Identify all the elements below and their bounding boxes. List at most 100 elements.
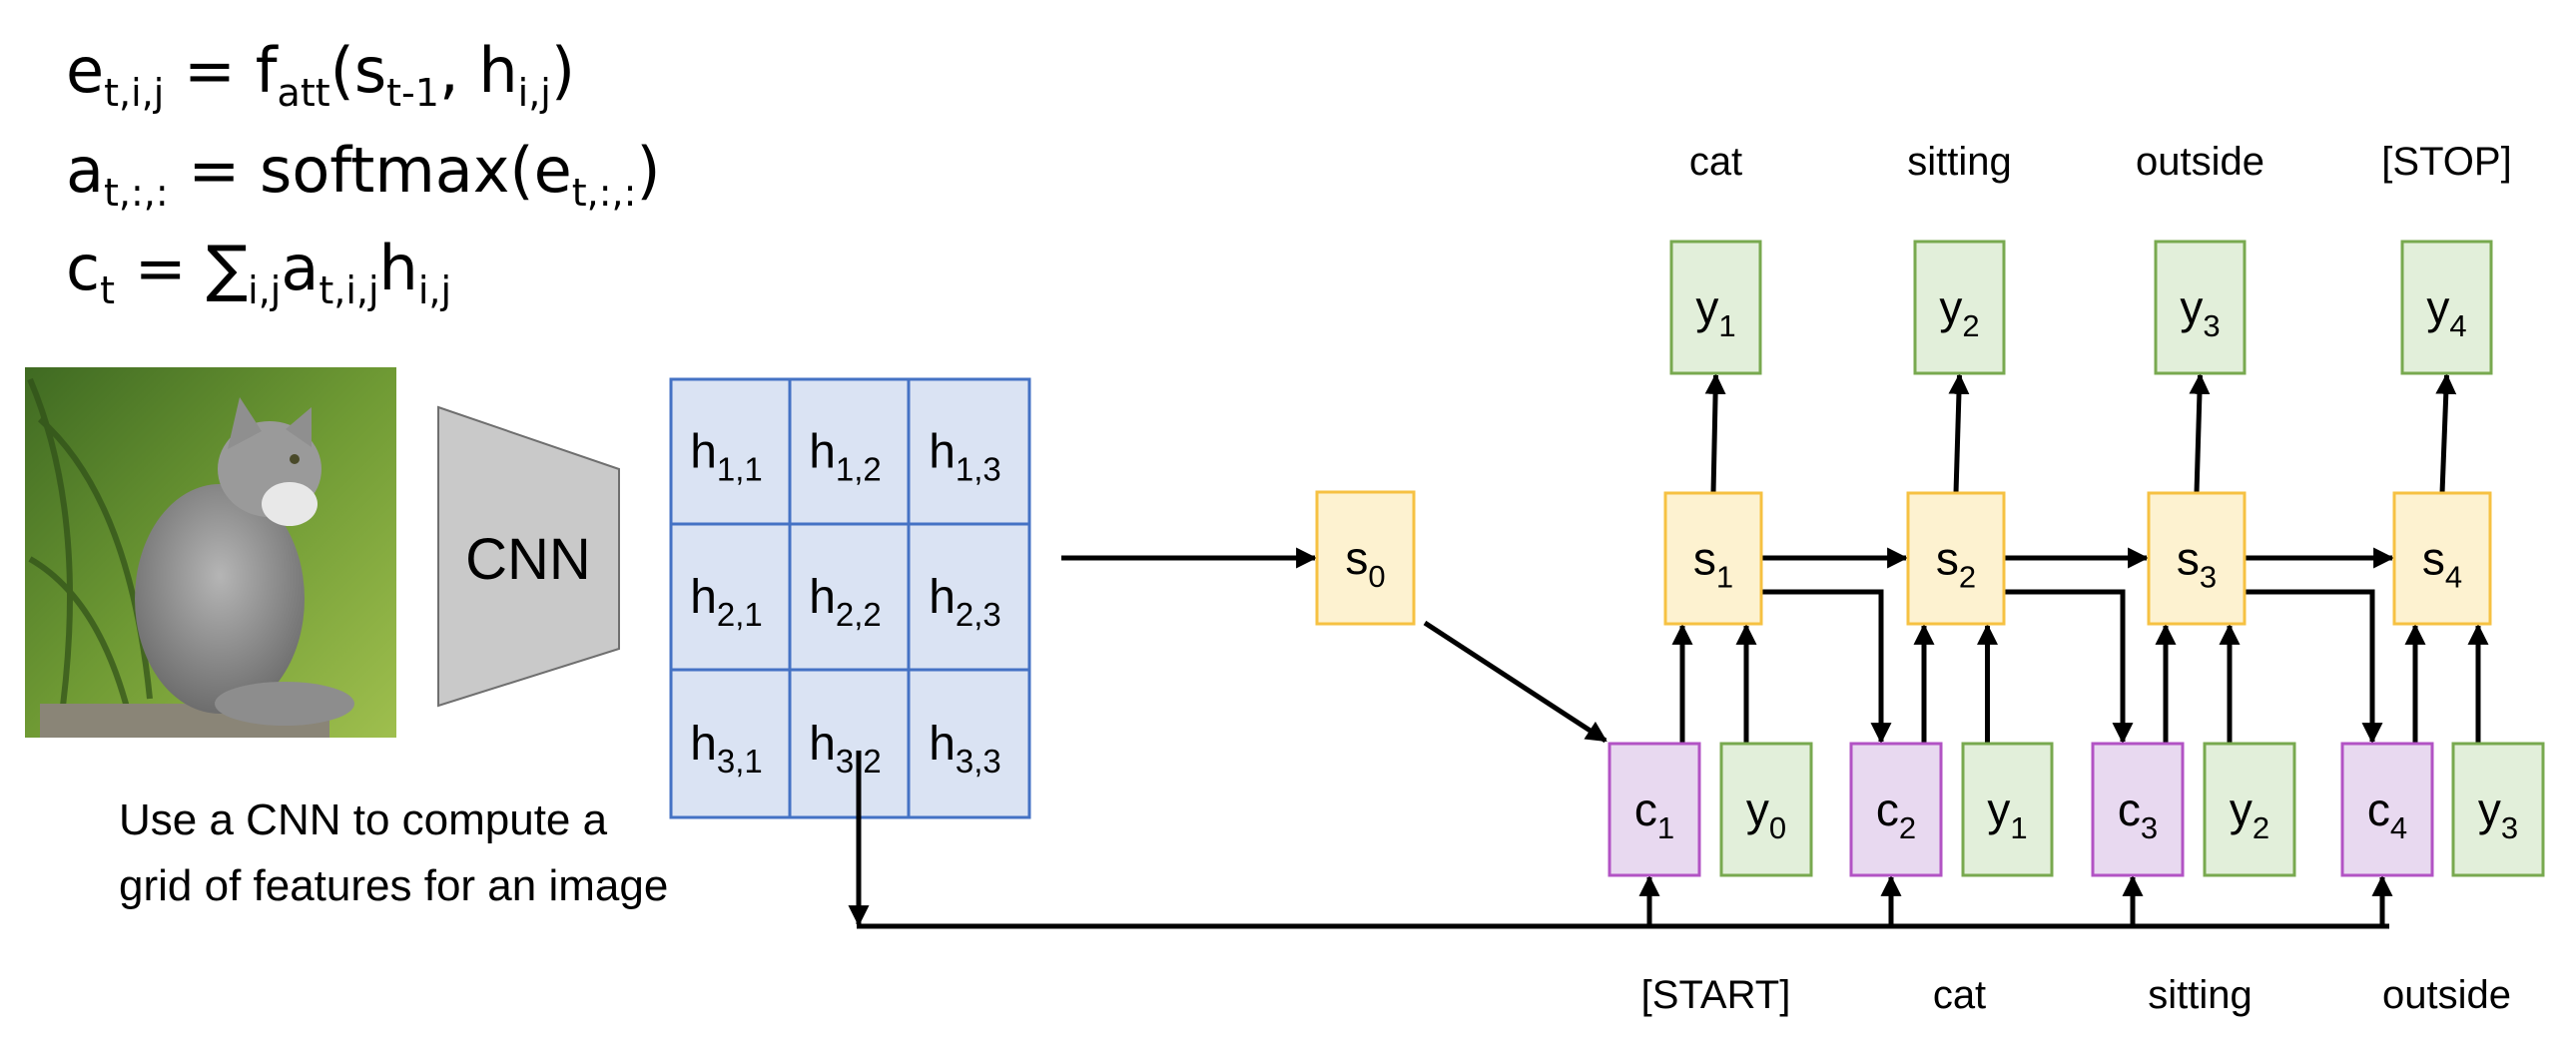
feature-label: h2,1: [690, 571, 763, 633]
output-node-2: y2: [1913, 240, 2006, 375]
equation-symbol: e: [66, 34, 104, 107]
state-node-3: s3: [2147, 491, 2247, 626]
context-node-3-label: c3: [2118, 784, 2158, 845]
state-node-2-label: s2: [1936, 533, 1976, 595]
feature-label: h3,1: [690, 718, 763, 780]
equation-line: at,:,: = softmax(et,:,:): [66, 134, 661, 215]
feature-label: h2,3: [929, 571, 1001, 633]
context-node-1: c1: [1608, 742, 1701, 877]
caption-line-2: grid of features for an image: [119, 861, 668, 910]
feature-label: h3,3: [929, 718, 1001, 780]
feature-cell-3-2: h3,2: [788, 668, 911, 819]
equation-subscript: t,i,j: [319, 268, 378, 312]
equation-subscript: t-1: [386, 71, 439, 115]
caption-line-1: Use a CNN to compute a: [119, 795, 608, 844]
equation-text: h: [379, 232, 418, 304]
word-labels: cat[START]sittingcatoutsidesitting[STOP]…: [1641, 140, 2512, 1017]
arrow-s1-to-y1: [1704, 372, 1726, 494]
state-node-0-label: s0: [1345, 532, 1385, 594]
feature-cell-2-2: h2,2: [788, 522, 911, 672]
equation-text: ): [551, 34, 575, 107]
equation-subscript: t,:,:: [572, 171, 637, 215]
input-word: sitting: [2148, 973, 2253, 1017]
state-node-2: s2: [1906, 491, 2006, 626]
input-node-3-label: y2: [2230, 784, 2269, 845]
state-node-1: s1: [1663, 491, 1763, 626]
equation-line: et,i,j = fatt(st-1, hi,j): [66, 34, 575, 115]
input-node-2-label: y1: [1987, 784, 2027, 845]
equation-line: ct = ∑i,jat,i,jhi,j: [66, 232, 451, 312]
output-node-4: y4: [2400, 240, 2493, 375]
feature-label: h2,2: [809, 571, 882, 633]
equation-text: (s: [330, 34, 387, 107]
feature-label: h1,2: [809, 426, 882, 488]
equation-symbol: c: [66, 232, 100, 304]
output-word: cat: [1689, 140, 1742, 184]
output-node-2-label: y2: [1939, 281, 1979, 343]
arrow-s2-to-c3: [2004, 589, 2134, 745]
feature-cell-2-1: h2,1: [669, 522, 792, 672]
input-node-3: y2: [2203, 742, 2296, 877]
equation-symbol: a: [66, 134, 104, 207]
arrow-s3-to-c4: [2245, 589, 2383, 745]
equation-text: ): [636, 134, 660, 207]
state-node-4-label: s4: [2422, 533, 2462, 595]
equation-text: = ∑: [115, 232, 248, 304]
feature-cell-3-1: h3,1: [669, 668, 792, 819]
context-node-3: c3: [2091, 742, 2185, 877]
arrow-s0-to-c1: [1423, 620, 1608, 744]
output-node-3: y3: [2154, 240, 2247, 375]
equation-subscript: t: [100, 268, 115, 312]
output-node-1-label: y1: [1695, 281, 1735, 343]
arrow-s3-to-y3: [2189, 372, 2211, 494]
cat-image: [25, 367, 396, 738]
equation-subscript: att: [278, 71, 330, 115]
equation-text: a: [281, 232, 319, 304]
input-node-4: y3: [2451, 742, 2545, 877]
context-node-2: c2: [1849, 742, 1943, 877]
output-word: outside: [2136, 140, 2264, 184]
state-node-4: s4: [2392, 491, 2492, 626]
input-word: [START]: [1641, 973, 1791, 1017]
feature-label: h1,1: [690, 426, 763, 488]
context-node-2-label: c2: [1876, 784, 1916, 845]
input-node-1: y0: [1719, 742, 1813, 877]
feature-cell-2-3: h2,3: [907, 522, 1031, 672]
equation-subscript: t,i,j: [104, 71, 164, 115]
context-node-1-label: c1: [1634, 784, 1674, 845]
arrow-s1-to-c2: [1761, 589, 1892, 745]
equation-text: = f: [164, 34, 279, 107]
feature-cell-1-2: h1,2: [788, 377, 911, 526]
input-node-2: y1: [1961, 742, 2054, 877]
input-node-1-label: y0: [1746, 784, 1786, 845]
connectors: [848, 372, 2489, 929]
input-node-4-label: y3: [2478, 784, 2518, 845]
feature-grid: h1,1 h1,2 h1,3 h2,1 h2,2 h2,3 h3,1 h3,2 h3,3: [669, 377, 1031, 819]
equation-text: , h: [439, 34, 518, 107]
feature-cell-3-3: h3,3: [907, 668, 1031, 819]
feature-cell-1-1: h1,1: [669, 377, 792, 526]
attention-equations: et,i,j = fatt(st-1, hi,j)at,:,: = softma…: [66, 34, 661, 312]
state-node-0: s0: [1315, 490, 1416, 626]
equation-subscript: i,j: [518, 71, 551, 115]
state-node-1-label: s1: [1693, 533, 1733, 595]
input-word: cat: [1933, 973, 1986, 1017]
output-node-3-label: y3: [2180, 281, 2220, 343]
output-node-1: y1: [1669, 240, 1762, 375]
cnn-block: CNN: [437, 405, 620, 708]
feature-label: h1,3: [929, 426, 1001, 488]
state-node-3-label: s3: [2177, 533, 2217, 595]
input-word: outside: [2382, 973, 2511, 1017]
output-word: [STOP]: [2381, 140, 2511, 184]
cnn-label: CNN: [465, 527, 591, 592]
caption: Use a CNN to compute a grid of features …: [119, 795, 668, 910]
equation-text: = softmax(e: [169, 134, 572, 207]
decoder-nodes: s0 s1 y1 c1 y0 s2 y2 c2 y1 s3 y3 c3 y2 s4 y4 c4 y3: [1315, 240, 2545, 877]
context-node-4-label: c4: [2367, 784, 2407, 845]
feature-cell-1-3: h1,3: [907, 377, 1031, 526]
output-node-4-label: y4: [2426, 281, 2466, 343]
context-node-4: c4: [2340, 742, 2434, 877]
equation-subscript: i,j: [248, 268, 281, 312]
equation-subscript: i,j: [418, 268, 451, 312]
